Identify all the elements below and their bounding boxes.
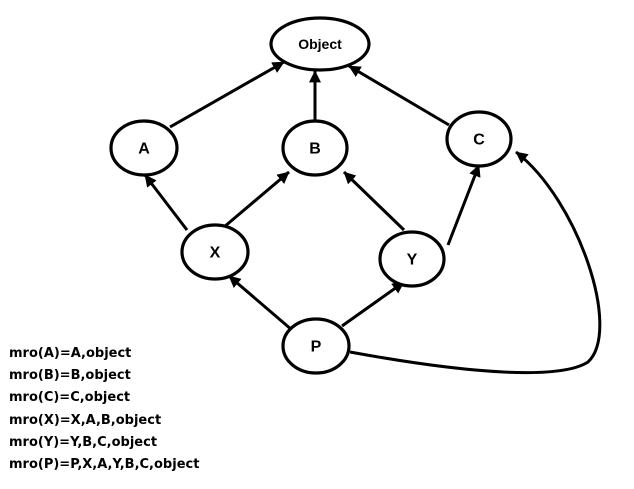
node-b: B <box>281 119 349 177</box>
mro-line-a: mro(A)=A,object <box>9 346 132 361</box>
mro-list: mro(A)=A,object mro(B)=B,object mro(C)=C… <box>9 343 199 476</box>
edges <box>143 60 602 375</box>
edge-y-to-c <box>446 164 481 246</box>
node-x-label: X <box>210 245 221 262</box>
edge-x-to-a <box>143 174 189 231</box>
mro-line-b: mro(B)=B,object <box>9 368 131 384</box>
node-c-label: C <box>473 132 485 149</box>
node-y: Y <box>378 230 446 288</box>
node-p: P <box>281 317 351 375</box>
edge-p-to-x <box>228 274 293 332</box>
node-object: Object <box>269 16 371 72</box>
mro-line-y: mro(Y)=Y,B,C,object <box>9 434 158 450</box>
edge-c-to-object <box>348 64 450 127</box>
edge-a-to-object <box>169 60 285 129</box>
edge-p-to-c <box>349 150 602 375</box>
node-object-label: Object <box>298 36 342 52</box>
node-p-label: P <box>311 339 322 356</box>
node-a-label: A <box>138 141 150 158</box>
edge-p-to-y <box>341 280 405 328</box>
mro-line-x: mro(X)=X,A,B,object <box>9 412 162 428</box>
edge-x-to-b <box>223 170 290 229</box>
node-x: X <box>180 223 250 281</box>
node-a: A <box>109 119 179 177</box>
mro-line-p: mro(P)=P,X,A,Y,B,C,object <box>9 457 200 473</box>
node-y-label: Y <box>407 252 418 269</box>
mro-line-c: mro(C)=C,object <box>9 390 131 406</box>
node-c: C <box>445 110 513 168</box>
edge-y-to-b <box>342 170 406 232</box>
node-b-label: B <box>309 141 321 158</box>
